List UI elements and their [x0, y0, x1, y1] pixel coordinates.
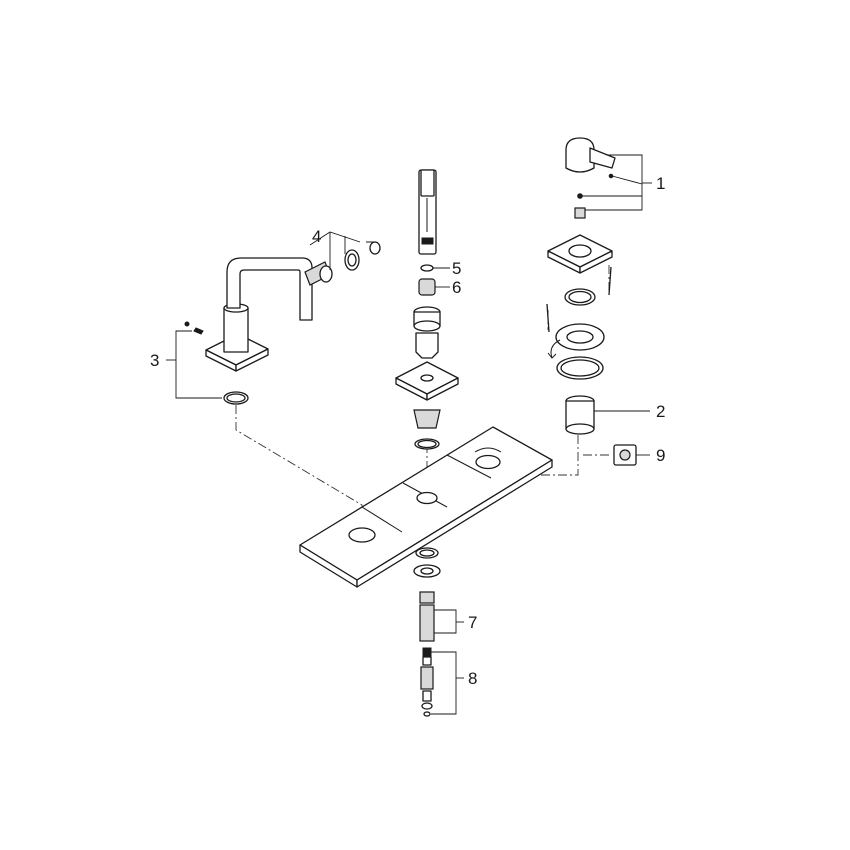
below-deck-parts: [413, 547, 441, 717]
callout-9: 9: [656, 446, 665, 465]
callout-2: 2: [656, 402, 665, 421]
hand-shower-assembly: [395, 169, 459, 450]
callout-labels: 1 2 3 4 5 6 7 8 9: [150, 174, 665, 688]
callout-leaders: [166, 154, 652, 715]
callout-3: 3: [150, 351, 159, 370]
deck-mounting-plate: [299, 426, 553, 588]
spout-assembly: [184, 257, 313, 405]
callout-4: 4: [312, 227, 321, 246]
callout-8: 8: [468, 669, 477, 688]
callout-7: 7: [468, 613, 477, 632]
aerator-parts: [304, 241, 381, 286]
callout-6: 6: [452, 278, 461, 297]
callout-5: 5: [452, 259, 461, 278]
mixer-valve-assembly: [546, 137, 637, 466]
callout-1: 1: [656, 174, 665, 193]
